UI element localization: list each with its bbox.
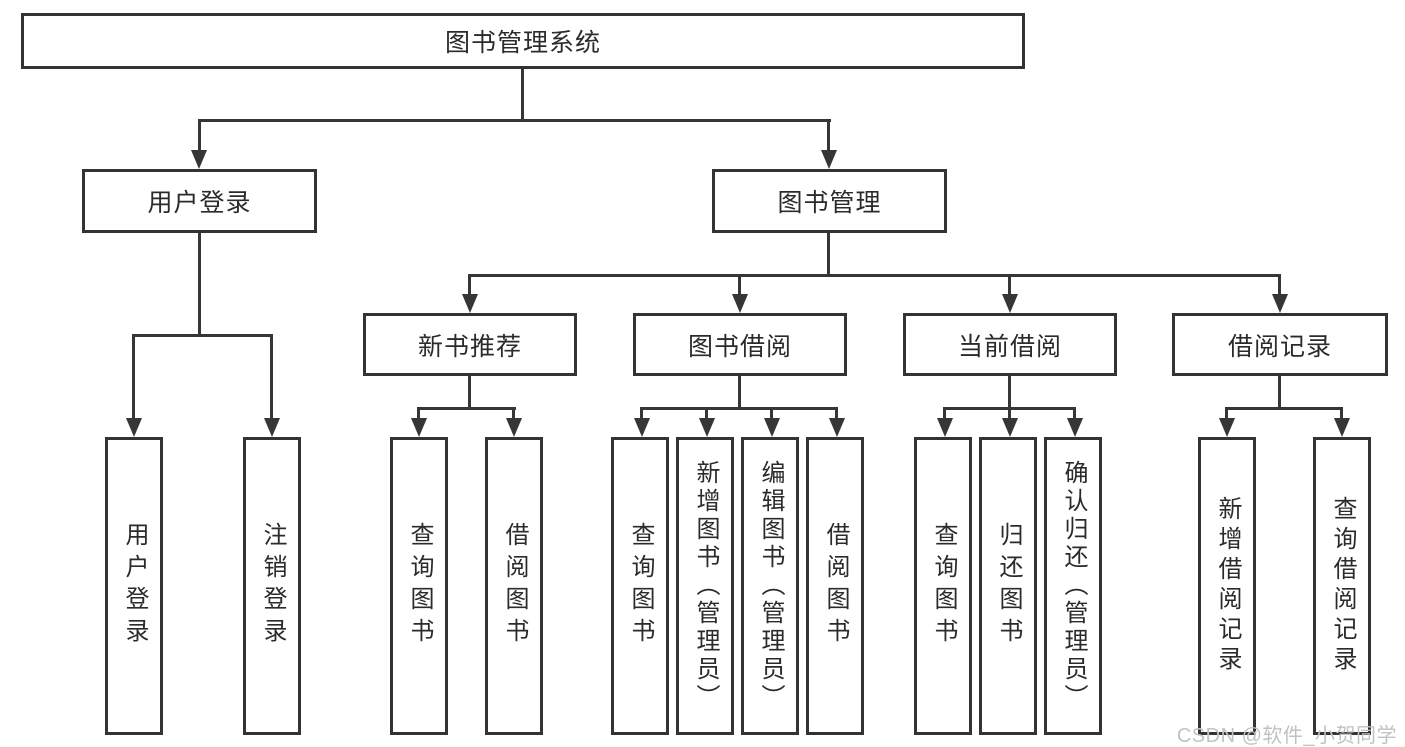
node-label: 借阅图书 bbox=[822, 522, 849, 650]
node-label: 用户登录 bbox=[121, 522, 148, 650]
node-label: 新书推荐 bbox=[417, 332, 522, 361]
node-label: 注销登录 bbox=[259, 522, 286, 650]
node-book-borrowing: 图书借阅 bbox=[633, 313, 847, 376]
node-leaf-borrow-books-2: 借阅图书 bbox=[806, 437, 864, 735]
node-library-management-system: 图书管理系统 bbox=[21, 13, 1025, 69]
edge-line bbox=[1278, 274, 1281, 298]
node-label: 查询借阅记录 bbox=[1329, 496, 1356, 676]
csdn-watermark: CSDN @软件_小贺同学 bbox=[1176, 725, 1397, 747]
edge-line bbox=[827, 233, 830, 276]
node-leaf-query-books-1: 查询图书 bbox=[390, 437, 448, 735]
node-label: 确认归还（管理员） bbox=[1060, 460, 1087, 712]
edge-line bbox=[1008, 376, 1011, 410]
node-label: 新增图书（管理员） bbox=[692, 460, 719, 712]
arrowhead-icon bbox=[506, 418, 522, 437]
node-leaf-add-borrow-record: 新增借阅记录 bbox=[1198, 437, 1256, 735]
node-user-login: 用户登录 bbox=[82, 169, 317, 233]
edge-line bbox=[1073, 407, 1076, 422]
edge-line bbox=[640, 407, 643, 422]
arrowhead-icon bbox=[937, 418, 953, 437]
edge-line bbox=[468, 274, 471, 298]
edge-line bbox=[943, 407, 946, 422]
node-label: 借阅记录 bbox=[1227, 332, 1332, 361]
node-book-management: 图书管理 bbox=[712, 169, 947, 233]
node-leaf-add-books-admin: 新增图书（管理员） bbox=[676, 437, 734, 735]
arrowhead-icon bbox=[732, 294, 748, 313]
node-leaf-query-borrow-record: 查询借阅记录 bbox=[1313, 437, 1371, 735]
node-leaf-edit-books-admin: 编辑图书（管理员） bbox=[741, 437, 799, 735]
node-label: 图书借阅 bbox=[687, 332, 792, 361]
node-label: 查询图书 bbox=[406, 522, 433, 650]
node-leaf-query-books-2: 查询图书 bbox=[611, 437, 669, 735]
arrowhead-icon bbox=[764, 418, 780, 437]
edge-line bbox=[738, 274, 741, 298]
node-label: 图书管理 bbox=[777, 189, 882, 217]
node-leaf-query-books-3: 查询图书 bbox=[914, 437, 972, 735]
node-leaf-logout: 注销登录 bbox=[243, 437, 301, 735]
arrowhead-icon bbox=[1334, 418, 1350, 437]
edge-line bbox=[1340, 407, 1343, 422]
arrowhead-icon bbox=[264, 418, 280, 437]
edge-line bbox=[417, 407, 420, 422]
arrowhead-icon bbox=[1219, 418, 1235, 437]
node-label: 查询图书 bbox=[627, 522, 654, 650]
edge-line bbox=[417, 407, 516, 410]
arrowhead-icon bbox=[829, 418, 845, 437]
node-label: 当前借阅 bbox=[957, 332, 1062, 361]
node-label: 图书管理系统 bbox=[444, 29, 601, 57]
arrowhead-icon bbox=[462, 294, 478, 313]
edge-line bbox=[468, 376, 471, 410]
arrowhead-icon bbox=[1002, 294, 1018, 313]
node-leaf-borrow-books-1: 借阅图书 bbox=[485, 437, 543, 735]
edge-line bbox=[512, 407, 515, 422]
node-label: 借阅图书 bbox=[501, 522, 528, 650]
edge-line bbox=[835, 407, 838, 422]
edge-line bbox=[1225, 407, 1343, 410]
edge-line bbox=[1008, 274, 1011, 298]
node-current-borrowing: 当前借阅 bbox=[903, 313, 1117, 376]
edge-line bbox=[1225, 407, 1228, 422]
edge-line bbox=[198, 119, 831, 122]
arrowhead-icon bbox=[126, 418, 142, 437]
edge-line bbox=[738, 376, 741, 410]
edge-line bbox=[132, 334, 273, 337]
node-leaf-confirm-return-admin: 确认归还（管理员） bbox=[1044, 437, 1102, 735]
node-label: 新增借阅记录 bbox=[1214, 496, 1241, 676]
node-leaf-user-login: 用户登录 bbox=[105, 437, 163, 735]
arrowhead-icon bbox=[191, 150, 207, 169]
node-leaf-return-books: 归还图书 bbox=[979, 437, 1037, 735]
node-label: 归还图书 bbox=[995, 522, 1022, 650]
node-new-book-recommendation: 新书推荐 bbox=[363, 313, 577, 376]
edge-line bbox=[270, 334, 273, 421]
edge-line bbox=[198, 233, 201, 337]
arrowhead-icon bbox=[1067, 418, 1083, 437]
edge-line bbox=[1008, 407, 1011, 422]
edge-line bbox=[132, 334, 135, 421]
edge-line bbox=[521, 69, 524, 121]
arrowhead-icon bbox=[1272, 294, 1288, 313]
edge-line bbox=[640, 407, 838, 410]
node-label: 查询图书 bbox=[930, 522, 957, 650]
edge-line bbox=[770, 407, 773, 422]
node-label: 用户登录 bbox=[147, 189, 252, 217]
edge-line bbox=[198, 119, 201, 153]
edge-line bbox=[827, 119, 830, 153]
edge-line bbox=[705, 407, 708, 422]
node-borrowing-records: 借阅记录 bbox=[1172, 313, 1388, 376]
arrowhead-icon bbox=[699, 418, 715, 437]
arrowhead-icon bbox=[1002, 418, 1018, 437]
node-label: 编辑图书（管理员） bbox=[757, 460, 784, 712]
edge-line bbox=[468, 274, 1281, 277]
edge-line bbox=[1278, 376, 1281, 410]
arrowhead-icon bbox=[634, 418, 650, 437]
arrowhead-icon bbox=[821, 150, 837, 169]
arrowhead-icon bbox=[411, 418, 427, 437]
